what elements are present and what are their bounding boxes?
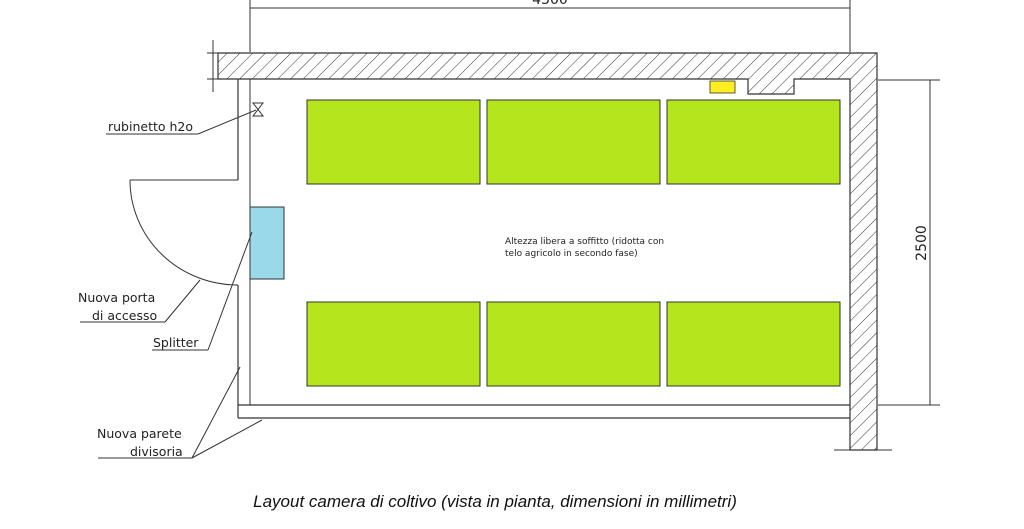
- depth-dimension-label: 2500: [914, 225, 930, 261]
- grow-bed: [306, 99, 481, 185]
- grow-bed: [306, 301, 481, 387]
- door-label-line1: Nuova porta: [78, 290, 155, 305]
- callout-tap: rubinetto h2o: [106, 109, 257, 135]
- callout-door: Nuova porta di accesso: [78, 279, 201, 323]
- ceiling-fixture: [709, 80, 736, 94]
- figure-caption: Layout camera di coltivo (vista in piant…: [253, 492, 737, 511]
- ceiling-note-line1: Altezza libera a soffitto (ridotta con: [505, 237, 664, 247]
- splitter-label: Splitter: [153, 335, 199, 350]
- door-swing: [129, 179, 239, 286]
- room-outline: [237, 79, 850, 419]
- splitter-unit: [249, 206, 285, 280]
- wall-label-line2: divisoria: [130, 444, 183, 459]
- grow-bed: [666, 99, 841, 185]
- grow-bed: [486, 99, 661, 185]
- callout-wall: Nuova parete divisoria: [97, 366, 263, 459]
- grow-bed: [486, 301, 661, 387]
- hatched-walls: [217, 52, 892, 451]
- ceiling-note-line2: telo agricolo in secondo fase): [505, 249, 638, 259]
- width-dimension-label: 4500: [532, 0, 568, 8]
- tap-label: rubinetto h2o: [108, 119, 193, 134]
- callout-splitter: Splitter: [152, 231, 253, 351]
- door-label-line2: di accesso: [92, 308, 157, 323]
- valve-icon: [251, 102, 265, 117]
- depth-dimension: 2500: [878, 79, 940, 406]
- grow-beds: [306, 99, 841, 387]
- wall-thickness-ticks: [207, 40, 219, 92]
- wall-label-line1: Nuova parete: [97, 426, 182, 441]
- width-dimension: 4500: [249, 0, 851, 52]
- grow-bed: [666, 301, 841, 387]
